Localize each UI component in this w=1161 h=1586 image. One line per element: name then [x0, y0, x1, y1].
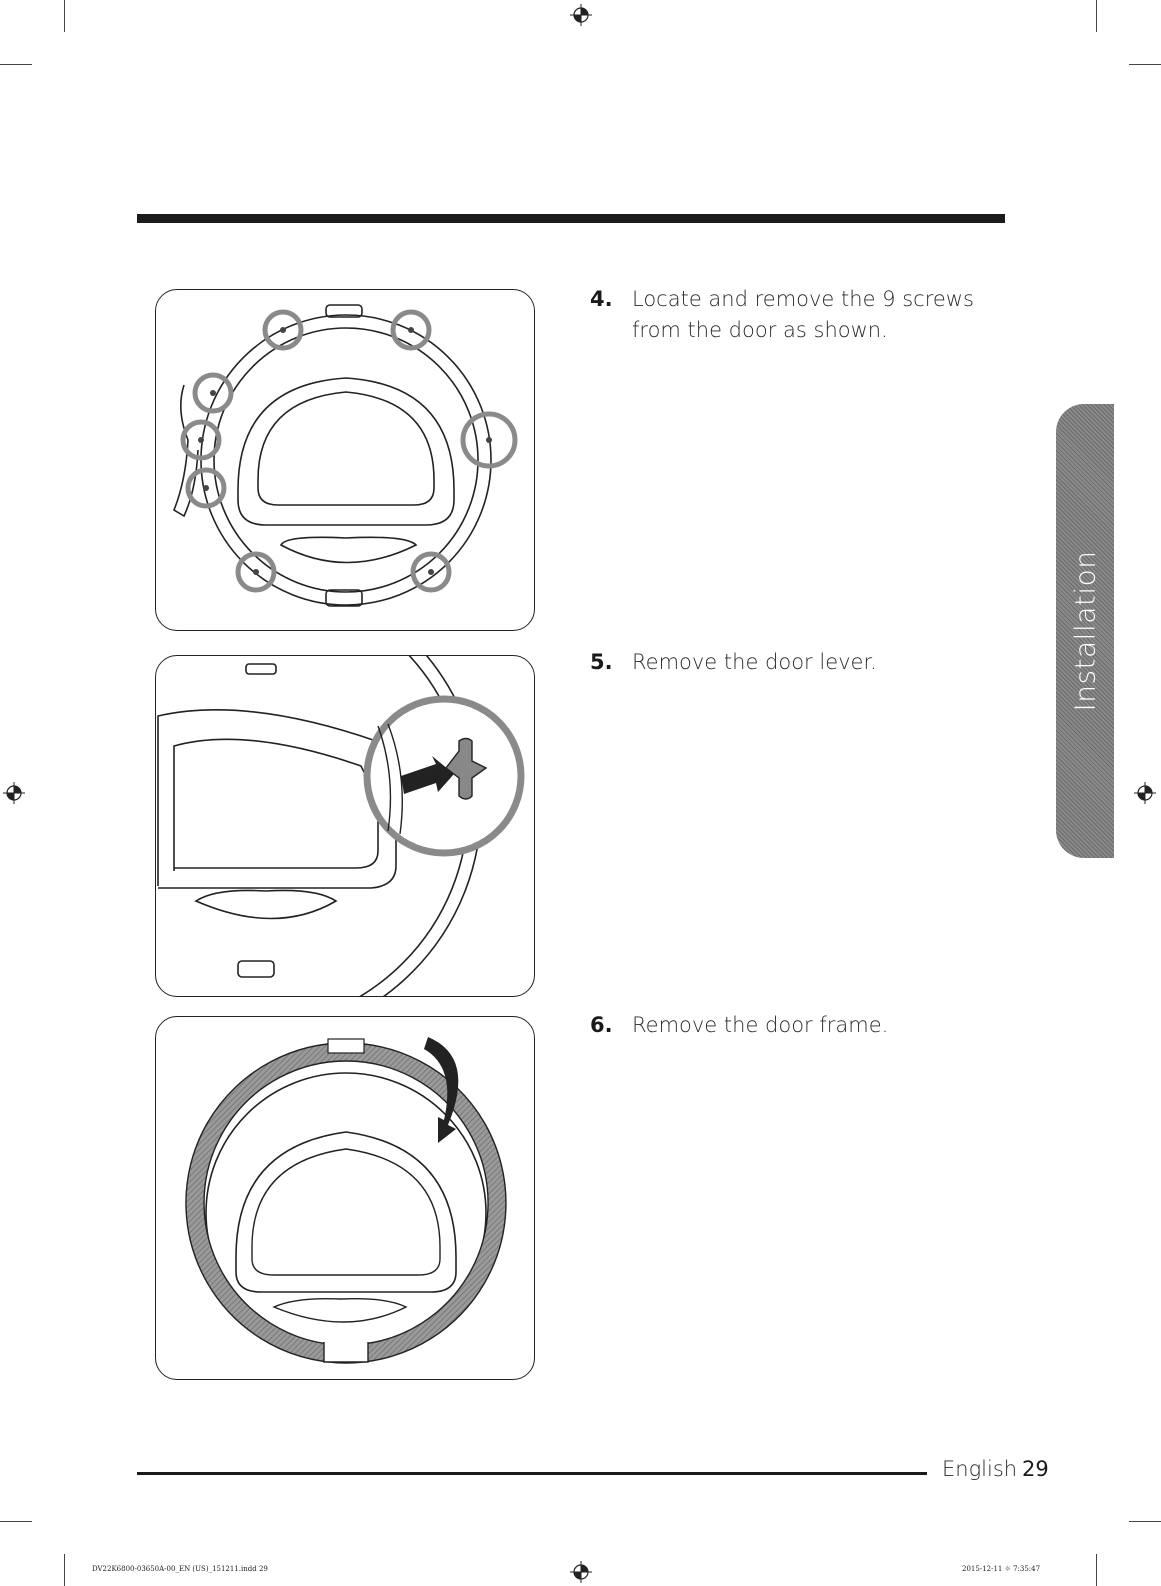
crop-mark [0, 1521, 32, 1522]
step-text: Remove the door frame. [632, 1010, 1010, 1041]
footer-rule [137, 1472, 927, 1475]
step-number: 6. [590, 1010, 613, 1041]
footer-language: English [942, 1457, 1017, 1481]
crop-mark [64, 1554, 65, 1586]
crop-mark [64, 0, 65, 32]
door-frame-drawing [156, 1017, 534, 1379]
registration-mark-icon [1134, 782, 1156, 804]
crop-mark [1096, 1554, 1097, 1586]
crop-mark [1129, 64, 1161, 65]
crop-mark [0, 64, 32, 65]
step-number: 5. [590, 647, 613, 678]
step-text: Locate and remove the 9 screws from the … [632, 284, 1010, 346]
step-5: 5. Remove the door lever. [590, 647, 1010, 678]
door-screws-drawing [156, 290, 534, 630]
registration-mark-icon [3, 782, 25, 804]
section-side-tab: Installation [1056, 404, 1114, 858]
crop-mark [1096, 0, 1097, 32]
step-6: 6. Remove the door frame. [590, 1010, 1010, 1041]
step-4: 4. Locate and remove the 9 screws from t… [590, 284, 1010, 346]
registration-mark-icon [570, 1561, 592, 1583]
illustration-remove-door-frame [155, 1016, 535, 1380]
registration-mark-icon [570, 4, 592, 26]
step-text: Remove the door lever. [632, 647, 1010, 678]
print-slug-right: 2015-12-11 ☼ 7:35:47 [962, 1565, 1040, 1573]
crop-mark [1129, 1521, 1161, 1522]
section-top-rule [137, 214, 1005, 223]
print-slug-left: DV22K6800-03650A-00_EN (US)_151211.indd … [92, 1565, 268, 1573]
door-lever-drawing [156, 656, 534, 996]
page-number: 29 [1022, 1457, 1049, 1481]
illustration-remove-screws [155, 289, 535, 631]
illustration-remove-door-lever [155, 655, 535, 997]
side-tab-label: Installation [1069, 550, 1102, 711]
step-number: 4. [590, 284, 613, 315]
